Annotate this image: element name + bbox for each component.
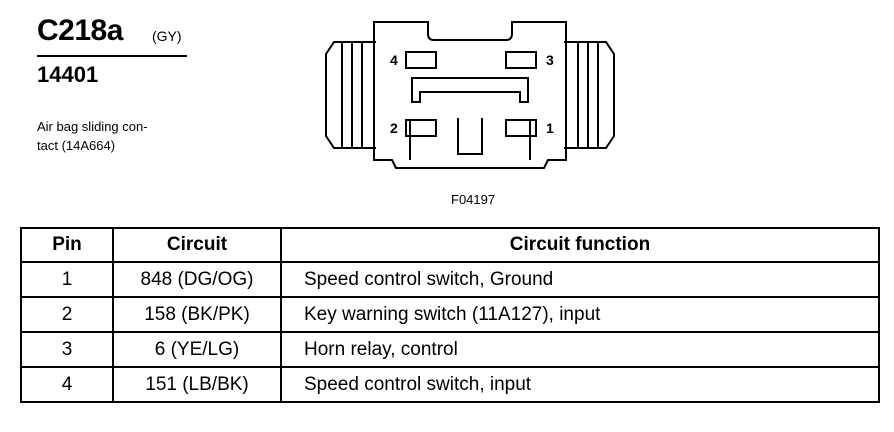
pin-cavity-1	[505, 119, 537, 137]
connector-description: Air bag sliding con- tact (14A664)	[37, 117, 187, 155]
header-pin: Pin	[20, 227, 114, 263]
pin-cavity-3	[505, 51, 537, 69]
figure-id: F04197	[451, 192, 496, 207]
table-header-row: Pin Circuit Circuit function	[20, 227, 880, 263]
keyway-slot	[457, 118, 483, 155]
table-row: 3 6 (YE/LG) Horn relay, control	[20, 331, 880, 368]
cell-pin: 2	[20, 296, 114, 333]
cell-circuit: 151 (LB/BK)	[112, 366, 282, 403]
connector-header: C218a (GY) 14401 Air bag sliding con- ta…	[0, 0, 330, 210]
pin-label-1: 1	[546, 120, 554, 136]
cell-pin: 4	[20, 366, 114, 403]
connector-housing	[373, 21, 567, 169]
description-line-1: Air bag sliding con-	[37, 119, 148, 134]
table-row: 1 848 (DG/OG) Speed control switch, Grou…	[20, 261, 880, 298]
pin-label-2: 2	[390, 120, 398, 136]
pinout-table: Pin Circuit Circuit function 1 848 (DG/O…	[20, 227, 880, 403]
header-divider	[37, 55, 187, 57]
description-line-2: tact (14A664)	[37, 138, 116, 153]
cell-function: Horn relay, control	[280, 331, 880, 368]
table-row: 2 158 (BK/PK) Key warning switch (11A127…	[20, 296, 880, 333]
center-bar	[411, 77, 529, 103]
pin-label-4: 4	[390, 52, 398, 68]
connector-color: (GY)	[152, 28, 182, 44]
cell-function: Key warning switch (11A127), input	[280, 296, 880, 333]
connector-id: C218a	[37, 14, 123, 47]
header-circuit: Circuit	[112, 227, 282, 263]
header-circuit-function: Circuit function	[280, 227, 880, 263]
pin-label-3: 3	[546, 52, 554, 68]
part-number: 14401	[37, 62, 99, 87]
cell-circuit: 848 (DG/OG)	[112, 261, 282, 298]
table-row: 4 151 (LB/BK) Speed control switch, inpu…	[20, 366, 880, 403]
cell-circuit: 158 (BK/PK)	[112, 296, 282, 333]
connector-face-diagram: 4 3 2 1	[325, 21, 615, 169]
cell-pin: 3	[20, 331, 114, 368]
cell-pin: 1	[20, 261, 114, 298]
cell-circuit: 6 (YE/LG)	[112, 331, 282, 368]
cell-function: Speed control switch, Ground	[280, 261, 880, 298]
cell-function: Speed control switch, input	[280, 366, 880, 403]
pin-cavity-4	[405, 51, 437, 69]
pin-cavity-2	[405, 119, 437, 137]
